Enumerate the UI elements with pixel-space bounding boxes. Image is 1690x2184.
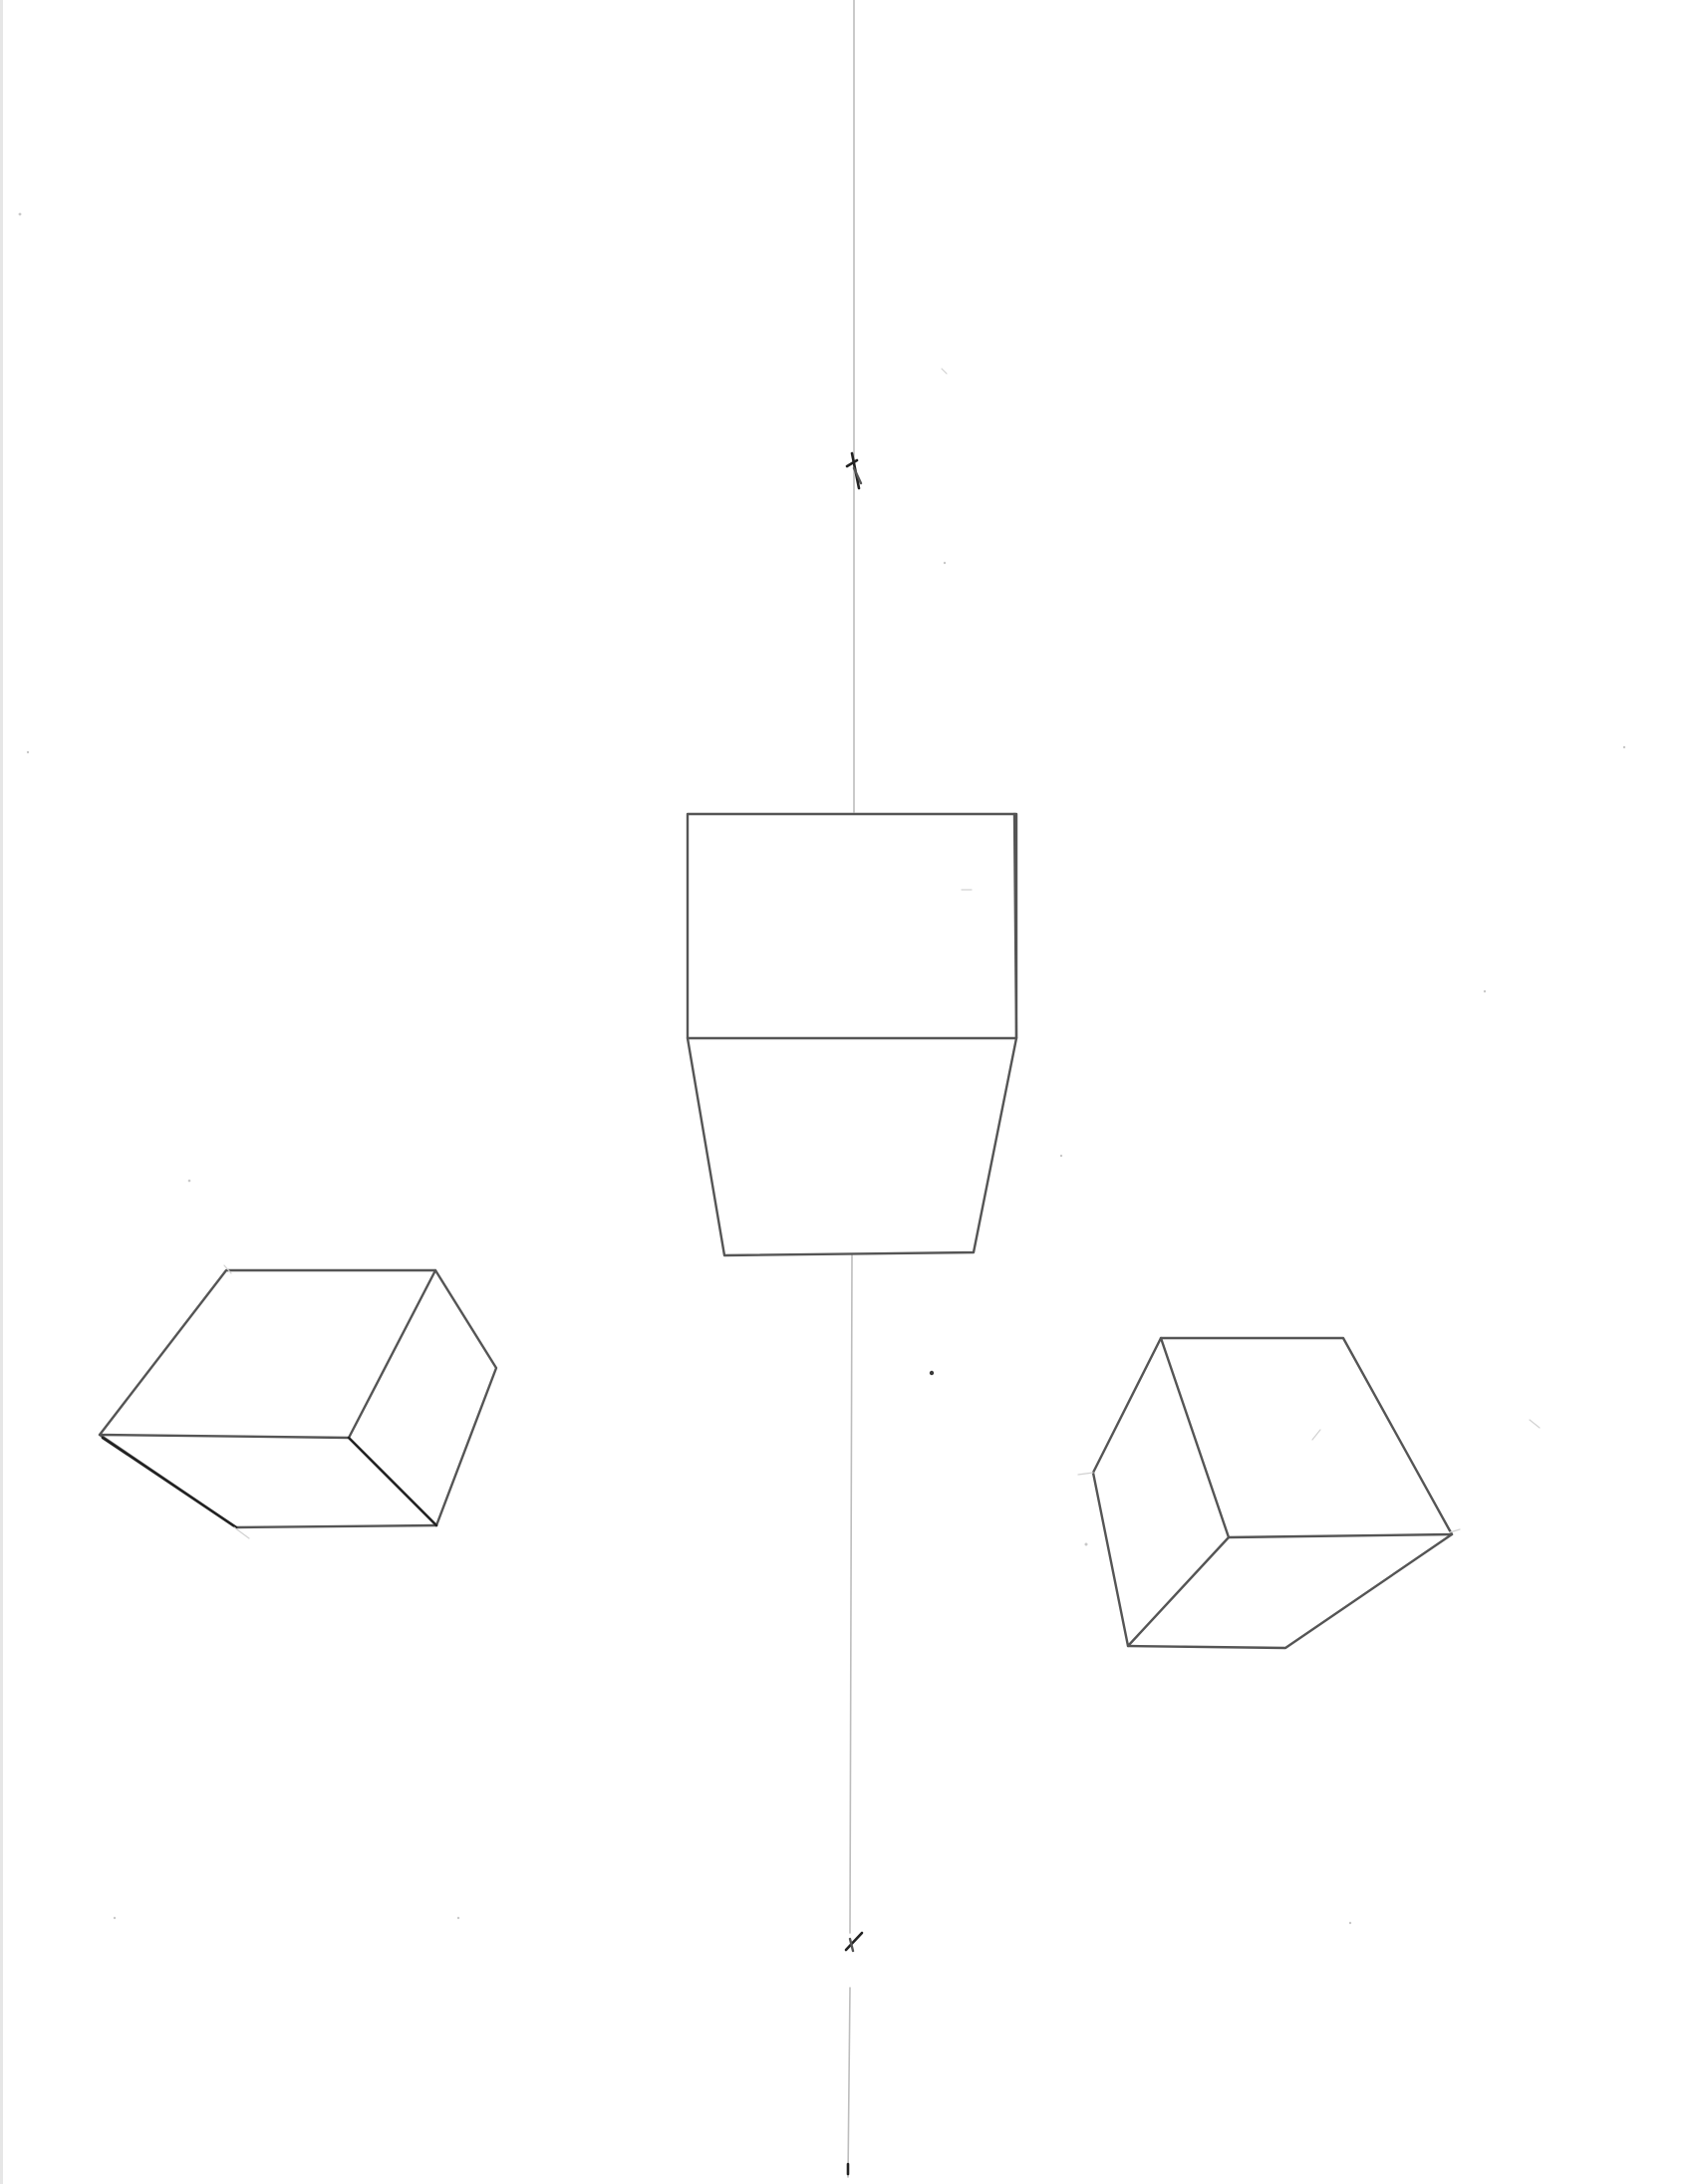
right-cube-top-face <box>1159 1336 1454 1539</box>
left-cube-right-face <box>433 1268 498 1527</box>
box-front-face <box>686 1036 1018 1257</box>
paper-specks <box>18 212 1626 1925</box>
front-view-box <box>686 812 1018 1257</box>
paper-edge <box>0 0 3 2184</box>
left-cube-bottom-edge <box>98 1433 438 1529</box>
box-top-face <box>686 812 1018 1040</box>
guide-tick-top <box>845 451 863 490</box>
right-cube-left-face <box>1091 1336 1231 1648</box>
right-cube-bottom-edge <box>1126 1532 1454 1650</box>
right-rotated-cube <box>1077 1336 1461 1650</box>
guide-line-lower <box>849 1254 853 1934</box>
left-rotated-cube <box>98 1264 498 1539</box>
vertical-guide-line <box>844 0 864 2178</box>
guide-line-bottom <box>847 1987 851 2178</box>
left-cube-top-face <box>98 1268 437 1440</box>
guide-tick-bottom <box>844 1931 864 2176</box>
